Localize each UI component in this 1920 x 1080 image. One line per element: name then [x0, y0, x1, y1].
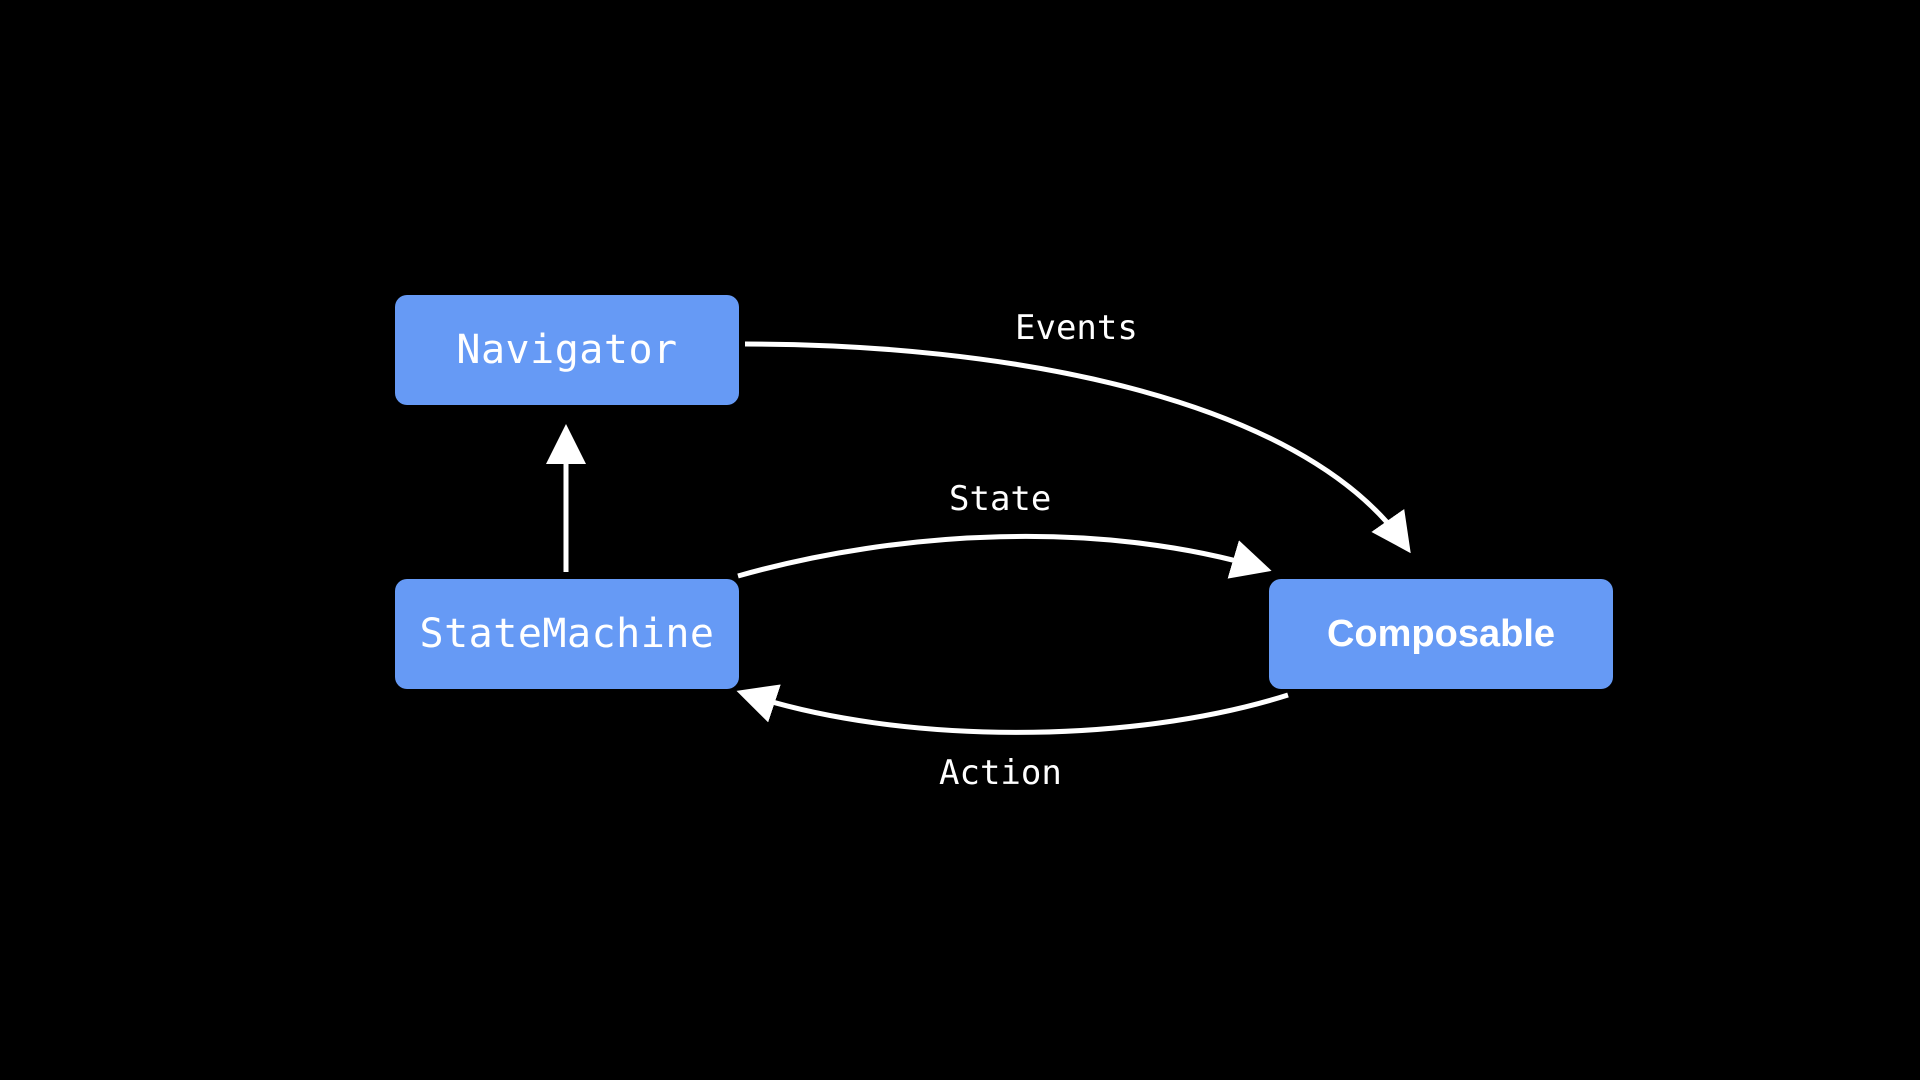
composable-label: Composable — [1326, 612, 1556, 655]
statemachine-node: StateMachine — [395, 579, 739, 689]
arrow-action — [736, 684, 1289, 735]
navigator-label: Navigator — [456, 327, 678, 373]
arrow-state — [737, 533, 1272, 579]
action-label: Action — [939, 753, 1062, 793]
statemachine-label: StateMachine — [419, 611, 715, 657]
state-label: State — [949, 479, 1052, 519]
navigator-node: Navigator — [395, 295, 739, 405]
composable-node: Composable — [1269, 579, 1613, 689]
events-label: Events — [1015, 308, 1138, 348]
arrow-events — [744, 341, 1411, 554]
